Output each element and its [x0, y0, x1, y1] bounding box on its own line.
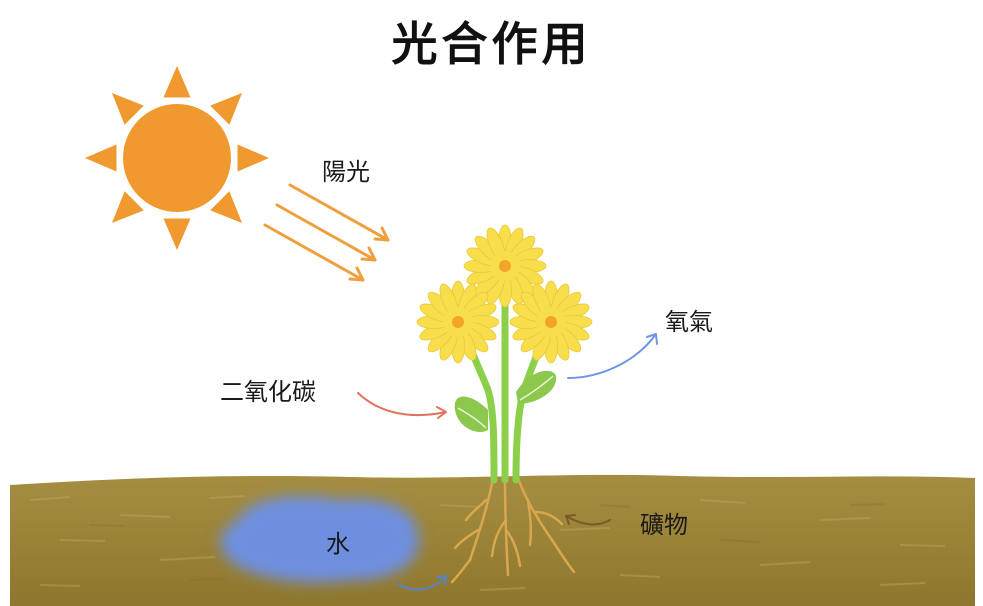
sun-ray — [85, 144, 117, 172]
minerals-arrow — [565, 514, 611, 526]
sun-ray — [163, 66, 191, 98]
sunflower — [509, 280, 593, 364]
page-title: 光合作用 — [391, 17, 592, 71]
soil-ground — [10, 474, 975, 606]
sunflowers — [416, 224, 593, 364]
sunlight-label: 陽光 — [322, 158, 370, 186]
sunflower — [463, 224, 547, 308]
sun-icon — [85, 66, 269, 250]
co2-arrow — [357, 392, 447, 419]
sun-ray — [237, 144, 269, 172]
minerals-label: 礦物 — [640, 511, 688, 539]
sun-ray — [210, 92, 243, 125]
oxygen-arrow — [567, 333, 658, 379]
sunlight-arrows — [263, 183, 390, 282]
sun-disc — [123, 104, 231, 212]
plant-leaves — [454, 370, 557, 432]
water-label: 水 — [326, 530, 350, 558]
sun-ray — [111, 92, 144, 125]
water-puddle — [220, 496, 420, 583]
carbon-dioxide-label: 二氧化碳 — [220, 378, 316, 406]
oxygen-label: 氧氣 — [665, 308, 713, 336]
sun-ray — [210, 191, 243, 224]
water-arrow — [397, 575, 447, 591]
sunflower — [416, 280, 500, 364]
sun-ray — [163, 218, 191, 250]
left-leaf — [454, 396, 488, 432]
sun-ray — [111, 191, 144, 224]
plant-roots — [450, 476, 576, 584]
right-leaf — [516, 370, 557, 404]
